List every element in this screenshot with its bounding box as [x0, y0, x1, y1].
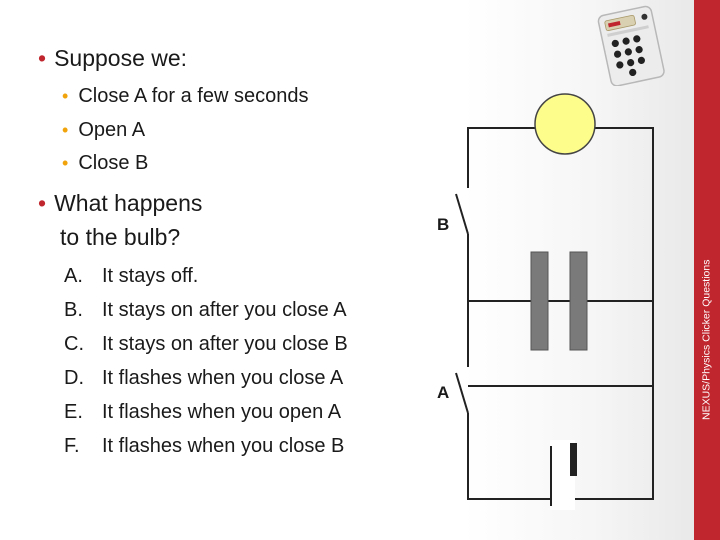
- switch-b-blade: [455, 193, 469, 235]
- sub-bullet-3: • Close B: [62, 151, 148, 175]
- capacitor-plate-right: [569, 251, 588, 351]
- bullet-suppose: • Suppose we:: [38, 44, 187, 72]
- sub-bullet-dot: •: [62, 120, 69, 140]
- answer-letter: C.: [64, 333, 84, 355]
- question-line-1: What happens: [54, 190, 203, 216]
- answer-letter: D.: [64, 367, 84, 389]
- answer-letter: F.: [64, 435, 80, 457]
- switch-a-blade: [455, 372, 469, 414]
- clicker-remote-image: [597, 5, 665, 86]
- answer-text: It stays on after you close A: [102, 299, 347, 321]
- sub-bullet-text: Close B: [78, 152, 149, 174]
- sidebar-caption: NEXUS/Physics Clicker Questions: [700, 259, 712, 420]
- sub-bullet-dot: •: [62, 153, 69, 173]
- sub-bullet-2: • Open A: [62, 118, 145, 142]
- answer-text: It flashes when you close B: [102, 435, 345, 457]
- sidebar-bar: [694, 0, 720, 540]
- sub-bullet-dot: •: [62, 86, 69, 106]
- bullet-question-cont: to the bulb?: [60, 223, 180, 251]
- answer-text: It flashes when you open A: [102, 401, 342, 423]
- answer-letter: A.: [64, 265, 83, 287]
- circuit-wire: [467, 127, 654, 387]
- switch-a-label: A: [437, 383, 450, 402]
- battery-short-plate: [570, 443, 577, 476]
- bullet-dot: •: [38, 190, 47, 216]
- answer-letter: E.: [64, 401, 83, 423]
- answer-letter: B.: [64, 299, 83, 321]
- switch-b-label: B: [437, 215, 450, 234]
- bullet-suppose-text: Suppose we:: [54, 45, 188, 71]
- capacitor-plate-left: [530, 251, 549, 351]
- answer-text: It stays off.: [102, 265, 199, 287]
- sub-bullet-text: Open A: [78, 119, 146, 141]
- bullet-question: • What happens: [38, 189, 202, 217]
- sub-bullet-text: Close A for a few seconds: [78, 85, 309, 107]
- bullet-dot: •: [38, 45, 47, 71]
- sub-bullet-1: • Close A for a few seconds: [62, 84, 308, 108]
- question-line-2: to the bulb?: [60, 224, 181, 250]
- bulb: [534, 93, 596, 155]
- answer-text: It stays on after you close B: [102, 333, 348, 355]
- answer-text: It flashes when you close A: [102, 367, 344, 389]
